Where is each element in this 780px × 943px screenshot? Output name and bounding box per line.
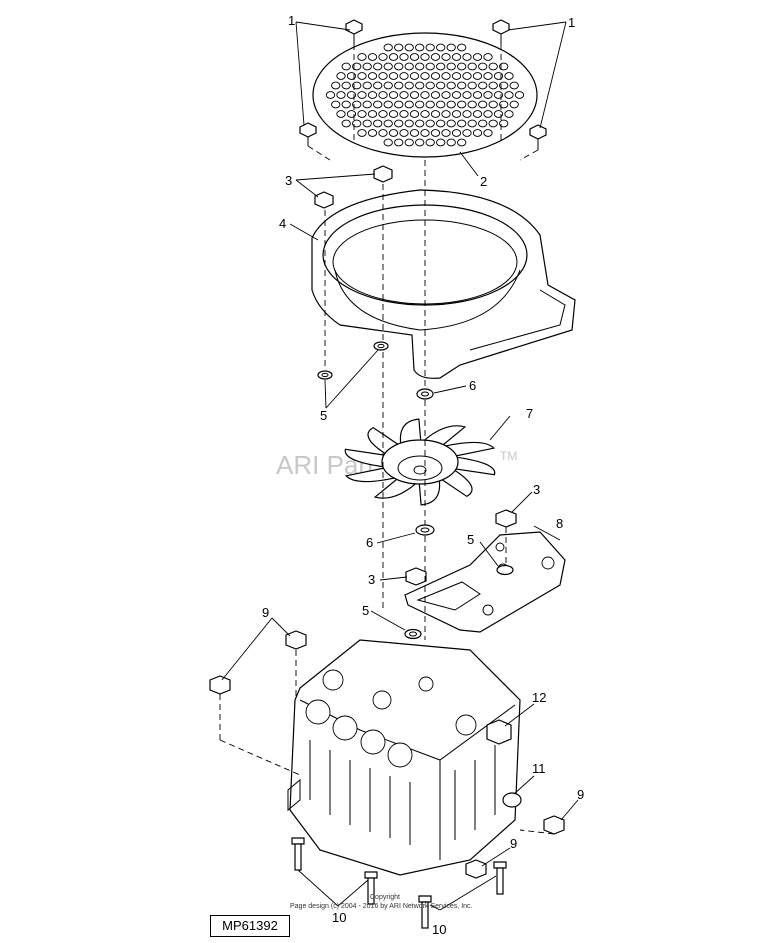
nut-3-shroud-left[interactable] xyxy=(314,191,334,209)
grille-holes xyxy=(325,43,525,147)
callout-9-top: 9 xyxy=(262,605,269,620)
reference-number-box: MP61392 xyxy=(210,915,290,937)
callout-6-top: 6 xyxy=(469,378,476,393)
callout-1-left: 1 xyxy=(288,13,295,28)
washer-5-bracket[interactable] xyxy=(496,564,514,576)
callout-8: 8 xyxy=(556,516,563,531)
bolt-10-left[interactable] xyxy=(291,837,305,871)
leader-lines xyxy=(221,21,579,911)
pump-housing[interactable] xyxy=(287,639,521,876)
nut-9-top[interactable] xyxy=(285,630,307,650)
callout-4: 4 xyxy=(279,216,286,231)
watermark-trademark: TM xyxy=(500,449,517,463)
grille-plate[interactable] xyxy=(312,32,538,158)
screw-1-top-left[interactable] xyxy=(345,19,363,44)
fan-shroud[interactable] xyxy=(311,189,576,379)
callout-5-pump: 5 xyxy=(362,603,369,618)
callout-7: 7 xyxy=(526,406,533,421)
callout-10-right: 10 xyxy=(432,922,446,937)
copyright-line-2: Page design (c) 2004 - 2016 by ARI Netwo… xyxy=(290,903,473,910)
callout-11: 11 xyxy=(532,761,546,776)
callout-3-fan: 3 xyxy=(533,482,540,497)
bolt-10-center[interactable] xyxy=(418,895,432,929)
washer-5-pump[interactable] xyxy=(404,628,422,640)
plug-11[interactable] xyxy=(502,792,522,808)
copyright-line-1: Copyright xyxy=(370,894,400,901)
callout-3-bracket: 3 xyxy=(368,572,375,587)
washer-5-left[interactable] xyxy=(317,370,333,380)
callout-6-lower: 6 xyxy=(366,535,373,550)
callout-5-top: 5 xyxy=(320,408,327,423)
callout-2: 2 xyxy=(480,174,487,189)
screw-1-left[interactable] xyxy=(299,122,317,146)
screw-1-top-right[interactable] xyxy=(492,19,510,44)
mounting-bracket[interactable] xyxy=(404,531,566,633)
nut-9-right[interactable] xyxy=(543,815,565,835)
spacer-6-lower[interactable] xyxy=(415,524,435,536)
callout-1-right: 1 xyxy=(568,15,575,30)
nut-9-bottom[interactable] xyxy=(465,859,487,879)
callout-labels: 1 1 2 3 4 5 6 7 3 8 5 6 3 5 9 12 11 9 9 … xyxy=(262,13,584,937)
alignment-lines xyxy=(219,44,555,835)
screw-1-right[interactable] xyxy=(529,124,547,150)
washer-5-center[interactable] xyxy=(373,341,389,351)
nut-3-shroud-center[interactable] xyxy=(373,165,393,183)
callout-5-bracket: 5 xyxy=(467,532,474,547)
nut-3-bracket[interactable] xyxy=(405,567,427,586)
bolt-10-right[interactable] xyxy=(493,861,507,895)
bolt-10-center-left[interactable] xyxy=(364,871,378,905)
callout-3-top: 3 xyxy=(285,173,292,188)
spacer-6-top[interactable] xyxy=(416,388,434,400)
callout-10-left: 10 xyxy=(332,910,346,925)
nut-9-left[interactable] xyxy=(209,675,231,695)
fitting-12[interactable] xyxy=(486,719,512,745)
callout-9-bottom: 9 xyxy=(510,836,517,851)
callout-12: 12 xyxy=(532,690,546,705)
nut-3-fan[interactable] xyxy=(495,509,517,528)
callout-9-right: 9 xyxy=(577,787,584,802)
cooling-fan[interactable] xyxy=(344,418,496,506)
